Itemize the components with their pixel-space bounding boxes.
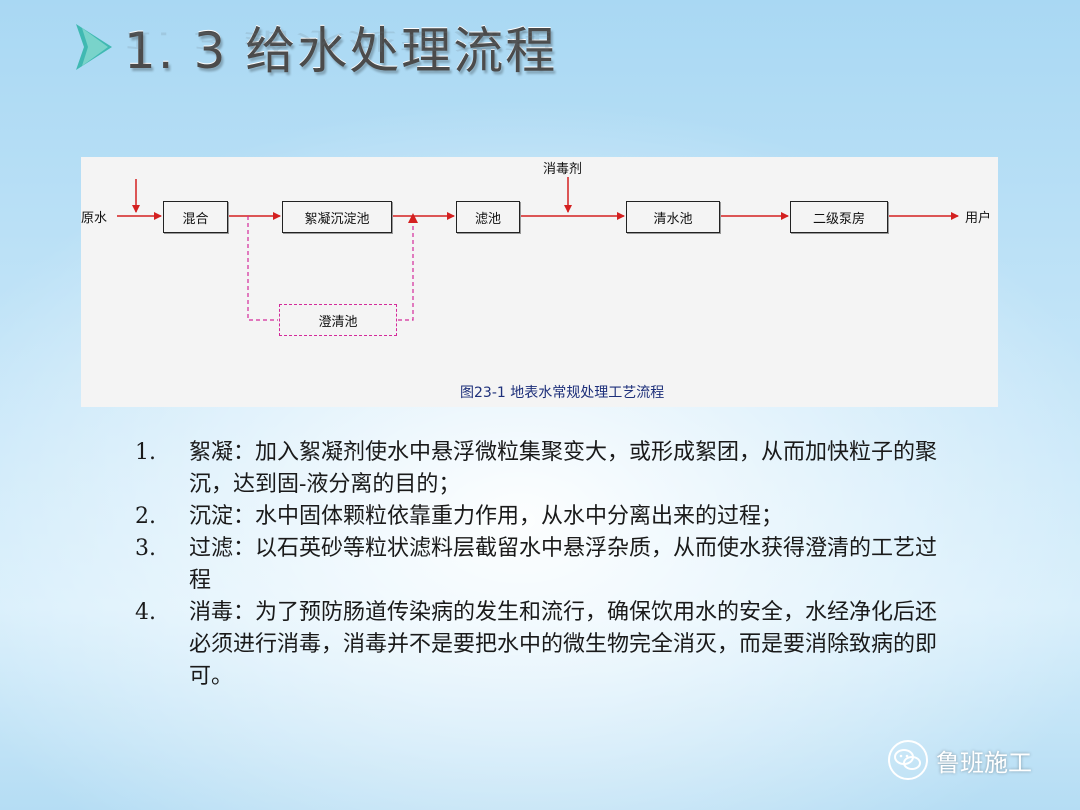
- watermark-text: 鲁班施工: [936, 748, 1032, 777]
- list-item-text: 过滤：以石英砂等粒状滤料层截留水中悬浮杂质，从而使水获得澄清的工艺过程: [189, 536, 938, 593]
- list-item: 2. 沉淀：水中固体颗粒依靠重力作用，从水中分离出来的过程；: [135, 501, 965, 533]
- wechat-icon: [888, 740, 928, 780]
- node-secondary-pump-house: 二级泵房: [790, 201, 888, 233]
- title-bar: 1. 3 给水处理流程: [72, 12, 557, 82]
- node-clarifier: 澄清池: [279, 304, 397, 336]
- bypass-arrowhead: [408, 213, 418, 223]
- bypass-to-clarifier: [247, 216, 278, 321]
- list-item: 4. 消毒：为了预防肠道传染病的发生和流行，确保饮用水的安全，水经净化后还必须进…: [135, 597, 965, 693]
- node-mixing: 混合: [163, 201, 228, 233]
- node-filter: 滤池: [456, 201, 520, 233]
- node-flocculation-sedimentation: 絮凝沉淀池: [282, 201, 392, 233]
- list-item: 1. 絮凝：加入絮凝剂使水中悬浮微粒集聚变大，或形成絮团，从而加快粒子的聚沉，达…: [135, 437, 965, 501]
- list-item-number: 4.: [135, 600, 156, 625]
- list-item-number: 2.: [135, 504, 156, 529]
- page-title: 1. 3 给水处理流程: [124, 22, 558, 80]
- list-item-number: 3.: [135, 536, 156, 561]
- list-item-text: 絮凝：加入絮凝剂使水中悬浮微粒集聚变大，或形成絮团，从而加快粒子的聚沉，达到固-…: [189, 440, 938, 497]
- diagram-caption: 图23-1 地表水常规处理工艺流程: [460, 385, 665, 401]
- list-item-text: 消毒：为了预防肠道传染病的发生和流行，确保饮用水的安全，水经净化后还必须进行消毒…: [189, 600, 938, 689]
- node-clear-water-tank: 清水池: [626, 201, 720, 233]
- source-label: 原水: [81, 211, 108, 226]
- watermark-logo: 鲁班施工: [888, 740, 1032, 780]
- bypass-from-clarifier: [398, 221, 414, 321]
- list-item: 3. 过滤：以石英砂等粒状滤料层截留水中悬浮杂质，从而使水获得澄清的工艺过程: [135, 533, 965, 597]
- disinfectant-label: 消毒剂: [543, 162, 583, 177]
- chevron-right-icon: [76, 24, 112, 70]
- list-item-number: 1.: [135, 440, 156, 465]
- list-item-text: 沉淀：水中固体颗粒依靠重力作用，从水中分离出来的过程；: [189, 504, 784, 529]
- flow-connectors: [117, 177, 959, 321]
- process-description-list: 1. 絮凝：加入絮凝剂使水中悬浮微粒集聚变大，或形成絮团，从而加快粒子的聚沉，达…: [135, 437, 965, 693]
- process-flow-diagram: 原水 消毒剂 用户 混合 絮凝沉淀池 滤池 清水池 二级泵房 澄清池 图23-1…: [81, 157, 998, 407]
- user-label: 用户: [965, 211, 992, 226]
